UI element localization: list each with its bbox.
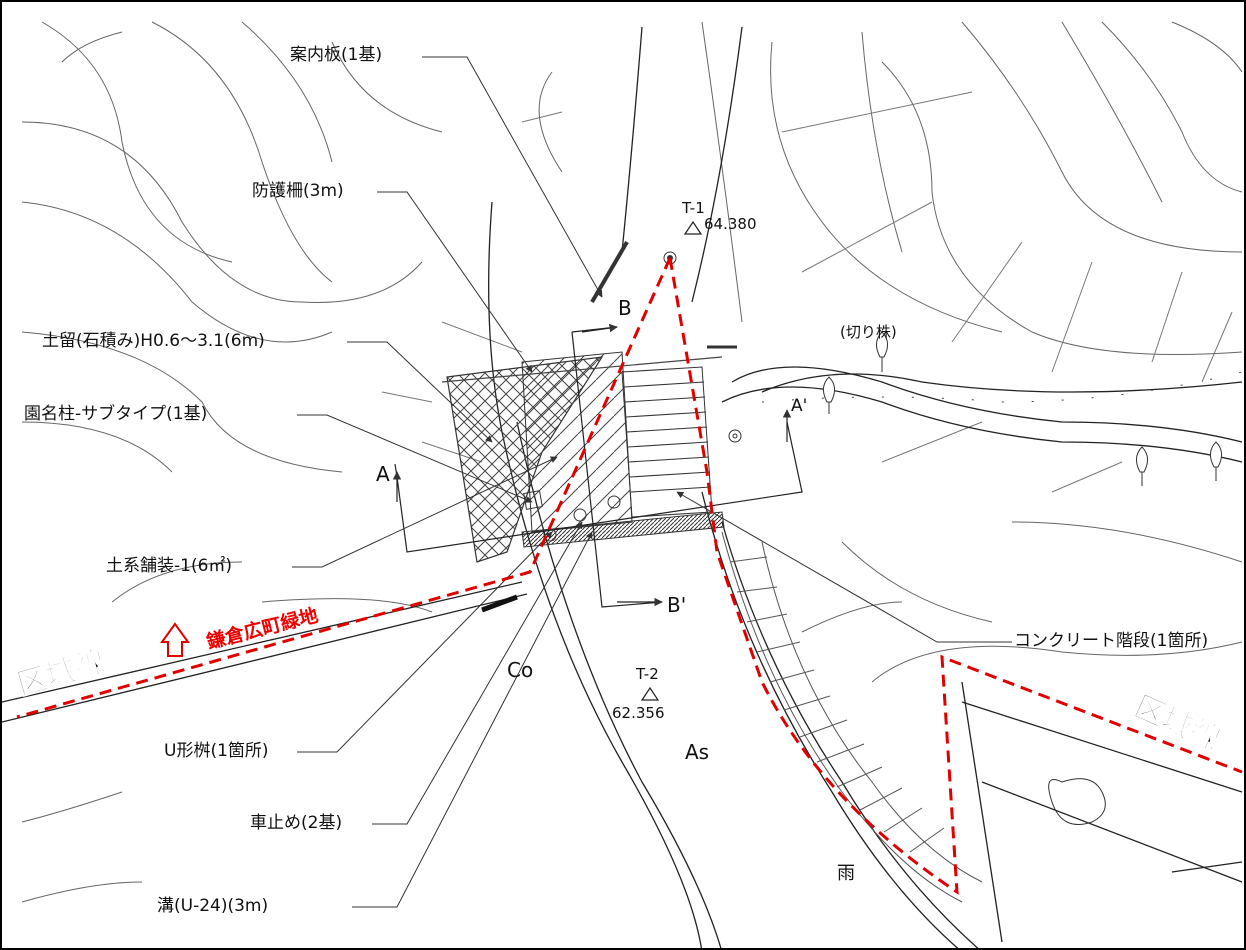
label-concrete-stairs: コンクリート階段(1箇所) [1014,631,1209,651]
section-mark-b: B [618,296,632,320]
label-retaining-wall: 土留(石積み)H0.6～3.1(6m) [42,331,265,351]
label-car-stop: 車止め(2基) [250,813,343,833]
contour-lines [21,21,1243,903]
survey-point-t2-value: 62.356 [612,704,665,722]
boundary-line [16,257,1243,895]
label-stump: (切り株) [840,323,897,341]
tree-icons [823,331,1222,486]
section-mark-a-prime: A' [791,396,808,416]
section-mark-a: A [376,462,390,486]
leader-lines [292,56,1012,908]
label-gutter: 溝(U-24)(3m) [157,896,269,916]
surface-code-rain: 雨 [837,863,855,884]
section-mark-b-prime: B' [667,593,687,617]
label-u-drain: U形桝(1箇所) [164,741,269,761]
surface-code-co: Co [507,658,534,682]
survey-point-t2-name: T-2 [636,665,659,683]
label-name-post: 園名柱-サブタイプ(1基) [24,404,208,424]
path-edges [2,26,1243,948]
greenspace-arrow-icon [160,622,190,657]
label-earth-paving: 土系舗装-1(6㎡) [106,556,233,576]
stair-treads [621,366,713,518]
surface-code-as: As [685,740,710,764]
label-guard-fence: 防護柵(3m) [252,181,344,201]
survey-point-t1-name: T-1 [682,199,705,217]
label-sign-board: 案内板(1基) [290,45,383,65]
survey-point-t1-value: 64.380 [704,215,757,233]
